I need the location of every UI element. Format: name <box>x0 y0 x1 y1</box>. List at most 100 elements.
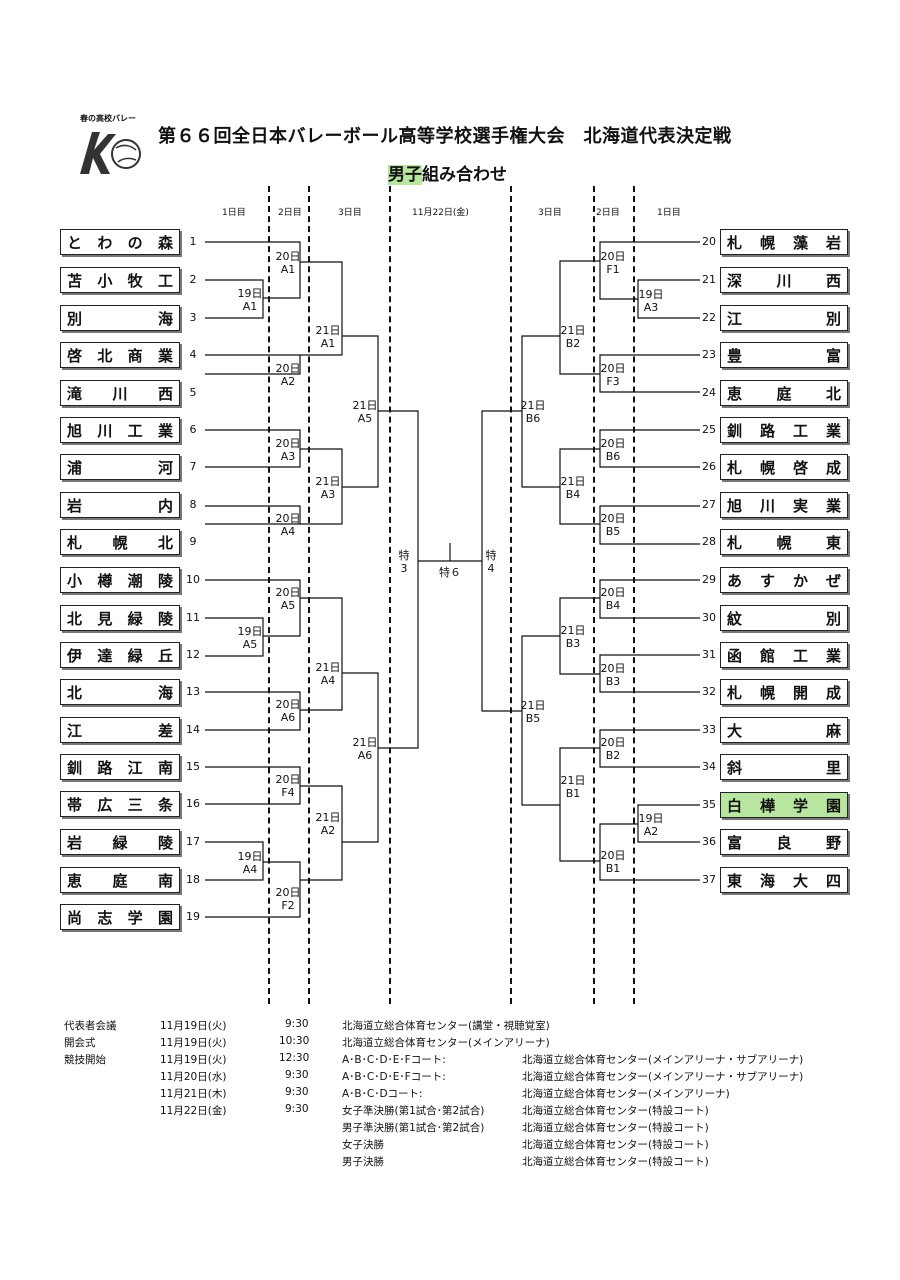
seed-number: 28 <box>702 535 716 548</box>
team-box: 札幌東 <box>720 529 848 555</box>
team-name: 旭川工業 <box>67 421 173 440</box>
match-label-line: 20日 <box>275 437 301 450</box>
match-label-line: B3 <box>605 675 621 688</box>
schedule-venue: 北海道立総合体育センター(特設コート) <box>522 1122 709 1134</box>
schedule-time: 9:30 <box>285 1086 309 1098</box>
team-box: 浦河 <box>60 454 180 480</box>
schedule-date: 11月19日(火) <box>160 1037 227 1049</box>
schedule-date: 11月22日(金) <box>160 1105 227 1117</box>
match-label-line: F2 <box>281 899 295 912</box>
match-label-line: 19日 <box>237 625 263 638</box>
match-label-line: 21日 <box>560 774 586 787</box>
team-name: 岩内 <box>67 496 173 515</box>
team-name: 伊達緑丘 <box>67 646 173 665</box>
team-name: 札幌藻岩 <box>727 233 841 252</box>
schedule-venue: 北海道立総合体育センター(特設コート) <box>522 1105 709 1117</box>
team-box: 別海 <box>60 305 180 331</box>
schedule-event: 競技開始 <box>64 1054 106 1066</box>
match-label-line: A2 <box>643 825 659 838</box>
seed-number: 36 <box>702 835 716 848</box>
match-label-line: F4 <box>281 786 295 799</box>
schedule-time: 9:30 <box>285 1103 309 1115</box>
team-box: 北見緑陵 <box>60 605 180 631</box>
team-box: 紋別 <box>720 605 848 631</box>
schedule-date: 11月20日(水) <box>160 1071 227 1083</box>
match-label-line: F1 <box>606 263 620 276</box>
schedule-event: 代表者会議 <box>64 1020 117 1032</box>
match-label-line: A5 <box>357 412 373 425</box>
day-separator <box>633 186 635 1004</box>
schedule-court: 女子決勝 <box>342 1139 384 1151</box>
team-name: 江別 <box>727 309 841 328</box>
match-label-line: 20日 <box>275 886 301 899</box>
team-box: 東海大四 <box>720 867 848 893</box>
schedule-court: 北海道立総合体育センター(講堂・視聴覚室) <box>342 1020 550 1032</box>
team-box: 釧路江南 <box>60 754 180 780</box>
match-label-line: B1 <box>605 862 621 875</box>
team-box: 深川西 <box>720 267 848 293</box>
col-head-right-day1: 1日目 <box>657 208 681 218</box>
match-label-line: 20日 <box>275 250 301 263</box>
match-label-line: A6 <box>357 749 373 762</box>
match-label-line: B2 <box>565 337 581 350</box>
schedule-time: 10:30 <box>279 1035 310 1047</box>
seed-number: 2 <box>189 273 197 286</box>
team-name: 大麻 <box>727 721 841 740</box>
team-box: 岩内 <box>60 492 180 518</box>
seed-number: 30 <box>702 611 716 624</box>
schedule-venue: 北海道立総合体育センター(メインアリーナ・サブアリーナ) <box>522 1054 804 1066</box>
seed-number: 3 <box>189 311 197 324</box>
match-label-line: A6 <box>280 711 296 724</box>
seed-number: 22 <box>702 311 716 324</box>
team-box: 岩緑陵 <box>60 829 180 855</box>
page-subtitle: 男子組み合わせ <box>388 160 507 185</box>
seed-number: 23 <box>702 348 716 361</box>
team-name: 白樺学園 <box>727 796 841 815</box>
spring-volleyball-logo <box>80 132 141 174</box>
match-label-line: 20日 <box>600 512 626 525</box>
team-box: 恵庭南 <box>60 867 180 893</box>
schedule-court: A･B･C･D･E･Fコート: <box>342 1054 446 1066</box>
match-label-line: 特 <box>398 549 410 562</box>
match-label-line: B2 <box>605 749 621 762</box>
seed-number: 10 <box>186 573 200 586</box>
match-label-line: A1 <box>320 337 336 350</box>
schedule-venue: 北海道立総合体育センター(メインアリーナ) <box>522 1088 730 1100</box>
seed-number: 20 <box>702 235 716 248</box>
team-name: 恵庭南 <box>67 871 173 890</box>
team-name: あすかぜ <box>727 571 841 590</box>
match-label-line: B5 <box>525 712 541 725</box>
seed-number: 11 <box>186 611 200 624</box>
schedule-date: 11月19日(火) <box>160 1020 227 1032</box>
team-name: 札幌東 <box>727 533 841 552</box>
match-label-line: 21日 <box>352 399 378 412</box>
match-label-line: 19日 <box>237 850 263 863</box>
match-label-line: A4 <box>320 674 336 687</box>
match-label-line: 特６ <box>439 566 461 579</box>
page-title: 第６６回全日本バレーボール高等学校選手権大会 北海道代表決定戦 <box>158 126 732 147</box>
schedule-court: 男子決勝 <box>342 1156 384 1168</box>
schedule-date: 11月19日(火) <box>160 1054 227 1066</box>
team-box: 旭川工業 <box>60 417 180 443</box>
team-box-highlighted: 白樺学園 <box>720 792 848 818</box>
team-box: 大麻 <box>720 717 848 743</box>
match-label-line: 20日 <box>600 250 626 263</box>
team-box: 江別 <box>720 305 848 331</box>
match-label-line: A2 <box>320 824 336 837</box>
match-label-line: 20日 <box>600 662 626 675</box>
team-name: 江差 <box>67 721 173 740</box>
